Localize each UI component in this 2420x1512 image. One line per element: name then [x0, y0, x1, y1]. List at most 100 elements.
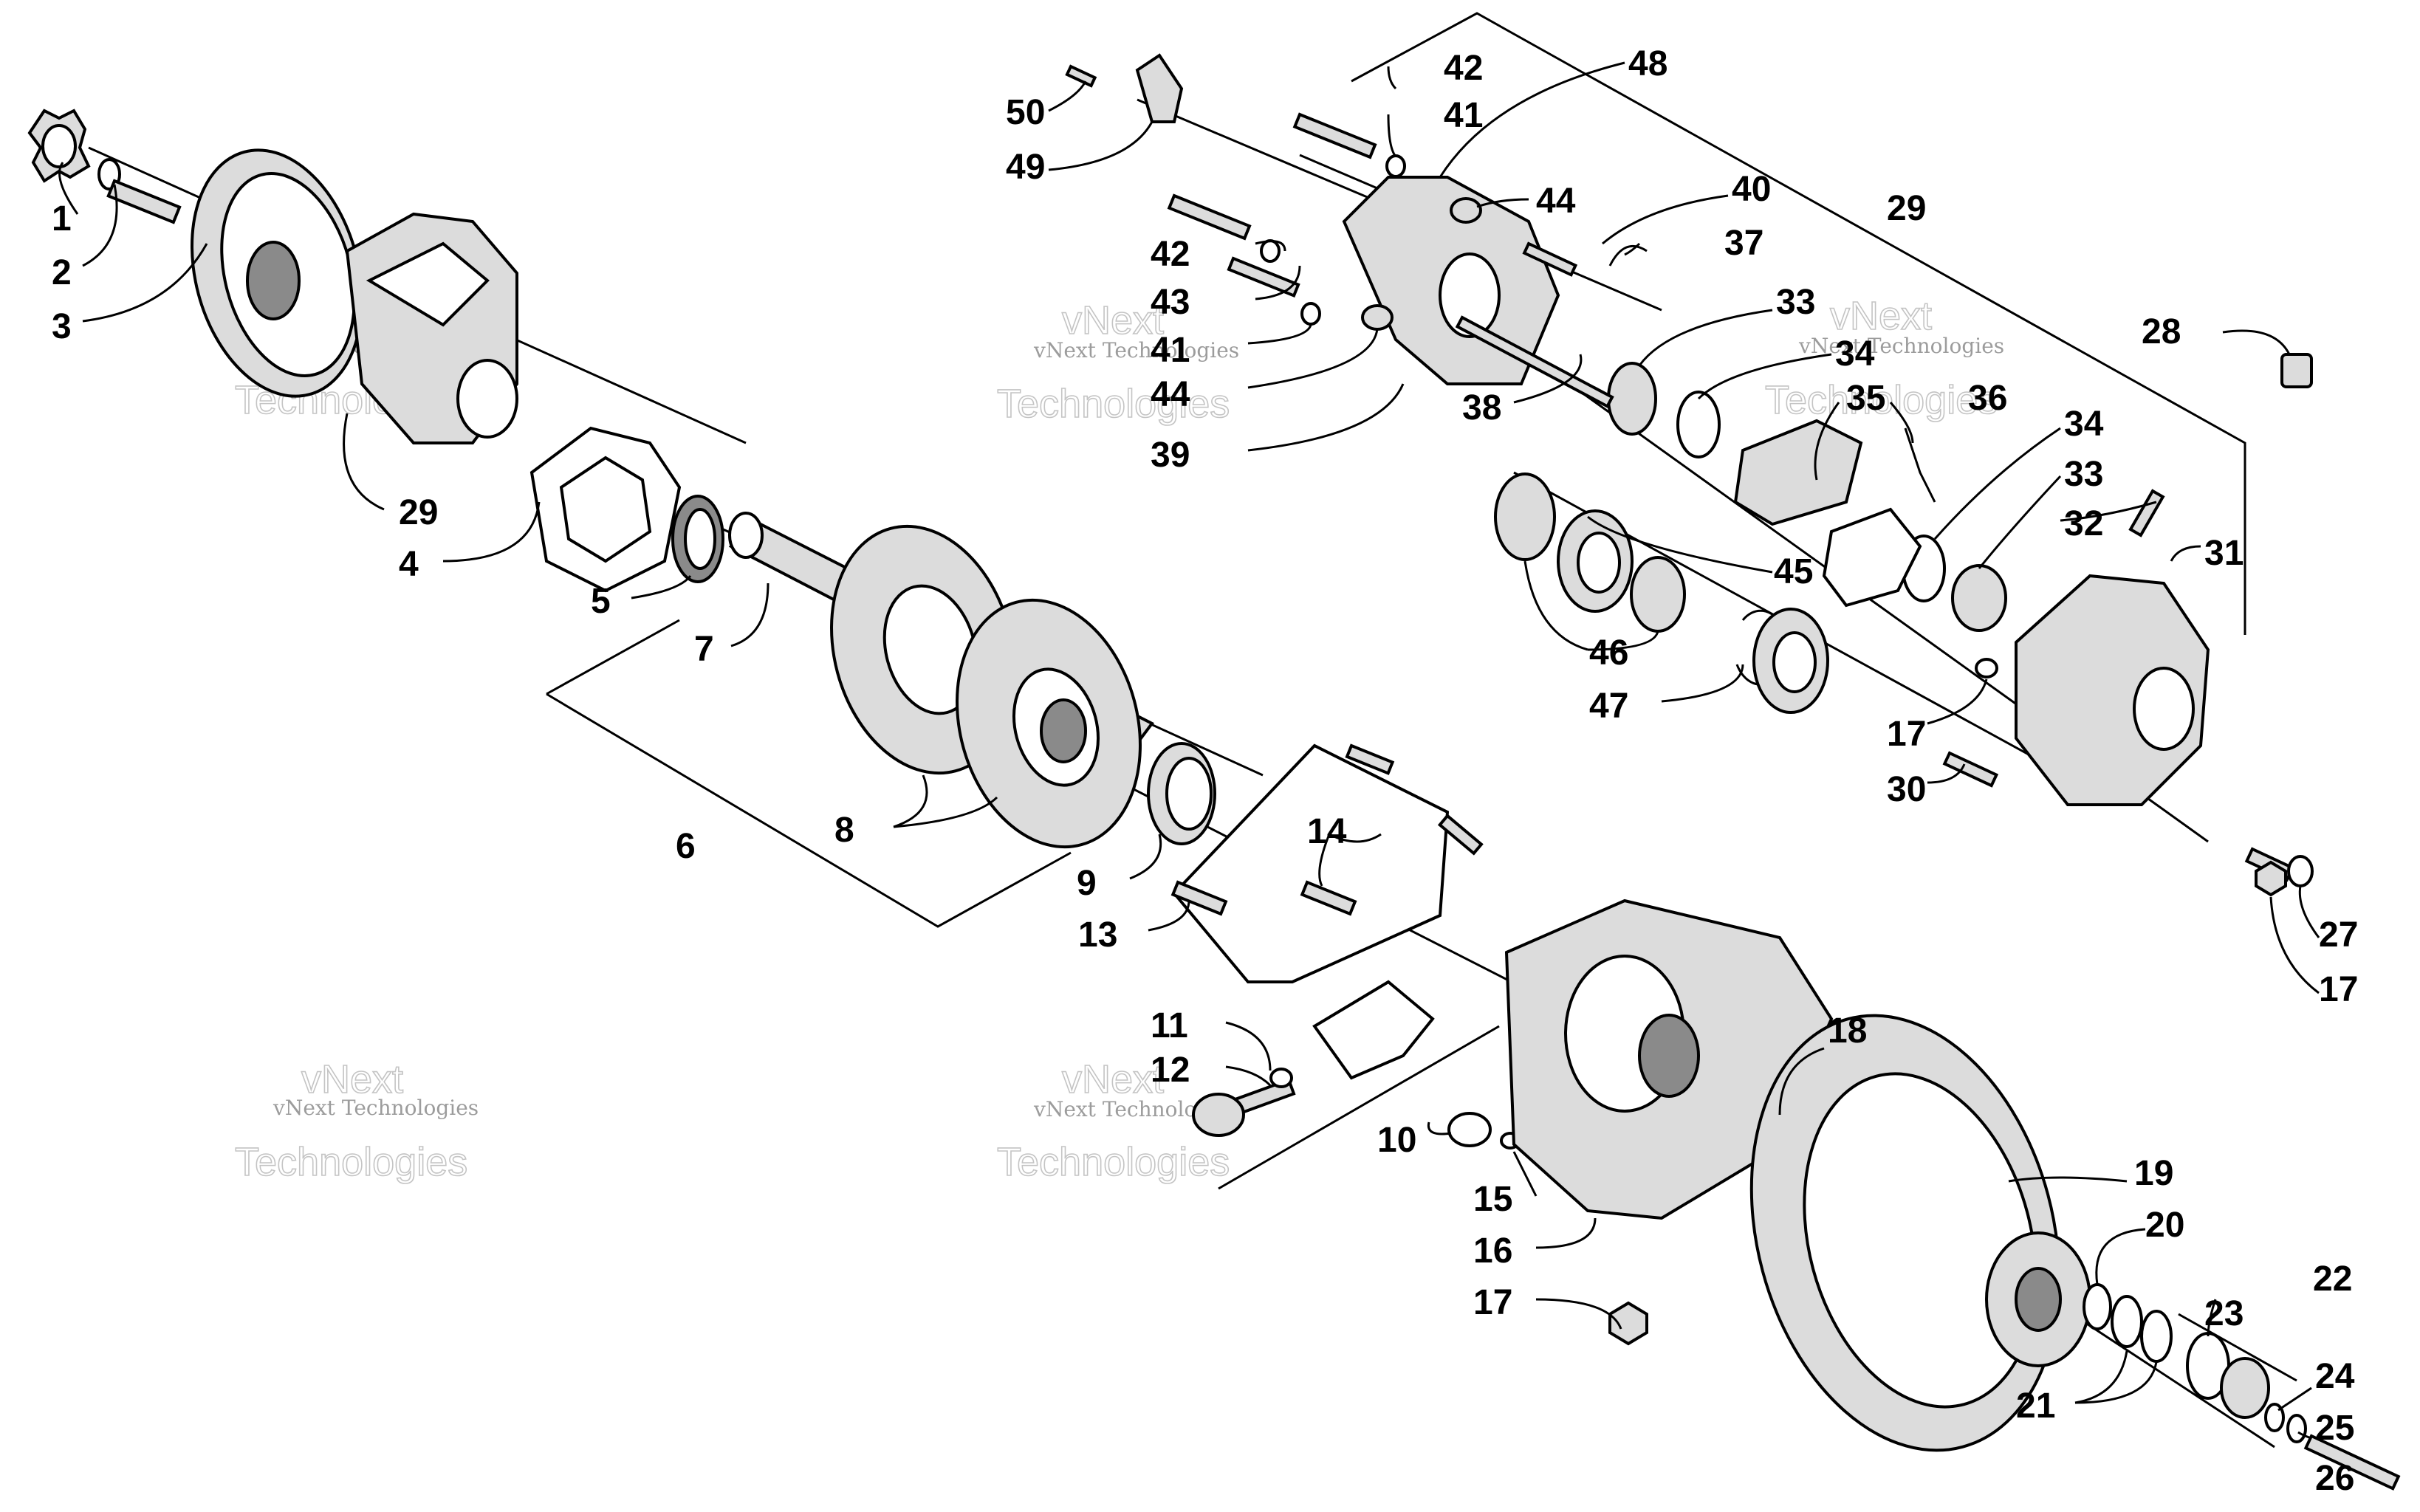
spacer-ring-part-20 — [2083, 1283, 2112, 1330]
callout-label: 30 — [1887, 770, 1926, 809]
washer-part-15 — [1447, 1112, 1492, 1147]
leader-lines — [58, 61, 2320, 1440]
leader-41-lower — [1247, 324, 1312, 345]
callout-label: 4 — [399, 545, 419, 584]
leader-1 — [58, 162, 79, 215]
callout-label: 41 — [1444, 96, 1483, 135]
leader-21a — [2074, 1350, 2128, 1404]
watermark-text: vNext Technologies — [1033, 338, 1239, 362]
washer-part-41-upper — [1385, 154, 1406, 178]
bracket-6 — [546, 693, 1072, 928]
leader-28 — [2222, 329, 2291, 355]
leader-14b — [1329, 833, 1382, 843]
bracket-29-top — [1351, 12, 2246, 635]
callout-label: 48 — [1628, 44, 1667, 83]
callout-label: 21 — [2016, 1386, 2055, 1426]
leader-50 — [1048, 80, 1087, 112]
leader-46a — [1523, 560, 1588, 651]
leader-17-lower — [1535, 1298, 1622, 1330]
watermark-top-center: vNext vNext Technologies Technologies — [996, 298, 1239, 427]
leader-31 — [2170, 545, 2201, 562]
callout-label: 10 — [1377, 1121, 1416, 1160]
watermark-vnext: vNext — [1062, 1057, 1164, 1102]
callout-label: 33 — [2064, 455, 2103, 494]
leader-34-lower — [1933, 427, 2061, 540]
callout-label: 28 — [2142, 312, 2181, 351]
leader-19 — [2008, 1176, 2128, 1183]
leader-15 — [1512, 1151, 1538, 1197]
brake-pad-part-backing — [1822, 507, 1922, 608]
callout-label: 12 — [1151, 1051, 1190, 1090]
track-sprocket-right-part — [956, 598, 1142, 849]
leader-4 — [442, 501, 541, 563]
callout-label: 11 — [1151, 1006, 1188, 1045]
callout-label: 40 — [1732, 170, 1771, 209]
callout-label: 17 — [1473, 1283, 1512, 1322]
drive-clutch-sheave-part — [190, 148, 364, 398]
bearing-part-46a — [1494, 472, 1556, 561]
screw-part-50 — [1065, 64, 1097, 88]
callout-label: 13 — [1078, 915, 1117, 955]
bracket-10 — [1218, 1025, 1500, 1190]
seal-part-34-upper — [1676, 391, 1721, 458]
callout-label: 34 — [2064, 405, 2104, 444]
leader-37 — [1624, 242, 1641, 256]
bolt-part-2 — [97, 158, 182, 224]
leader-16 — [1535, 1217, 1597, 1249]
cover-plate-part — [1170, 743, 1484, 983]
cap-part-28 — [2280, 353, 2313, 388]
leader-46b — [1587, 630, 1659, 651]
bracket-6-top — [546, 619, 680, 695]
callout-label: 19 — [2134, 1154, 2173, 1193]
sleeve-part-44-lower — [1361, 304, 1394, 331]
leader-8b — [893, 796, 998, 828]
seal-part-45 — [1752, 608, 1829, 714]
leader-24 — [2277, 1386, 2312, 1412]
leader-25 — [2297, 1431, 2312, 1440]
washer-part-41-mid — [1300, 302, 1321, 326]
leader-23 — [2207, 1299, 2217, 1337]
bolt-part-42-lower — [1167, 193, 1252, 241]
leader-44-upper — [1476, 198, 1529, 208]
leader-33-lower — [1978, 475, 2062, 569]
callout-label: 18 — [1828, 1011, 1867, 1051]
leader-33-upper — [1638, 309, 1773, 366]
leader-29-left — [343, 413, 385, 511]
seal-ring-part-5 — [671, 495, 724, 583]
callout-label: 29 — [1887, 189, 1926, 228]
callout-label: 42 — [1151, 235, 1190, 274]
chaincase-housing-part — [345, 212, 518, 444]
callout-label: 39 — [1151, 436, 1190, 475]
clip-part-37 — [1608, 244, 1648, 267]
callout-label: 47 — [1589, 687, 1628, 726]
watermark-technologies: Technologies — [997, 1140, 1230, 1184]
brake-pad-part-35 — [1733, 419, 1863, 526]
leader-43 — [1255, 265, 1301, 300]
leader-30 — [1927, 763, 1966, 784]
watermark-technologies: Technologies — [997, 382, 1230, 426]
callout-label: 29 — [399, 493, 438, 532]
watermark-top-right: vNext vNext Technologies Technologies — [1764, 293, 2004, 423]
callout-label: 9 — [1077, 864, 1097, 903]
bolt-part-43 — [1227, 256, 1300, 298]
leader-18 — [1778, 1047, 1825, 1116]
piston-part-33-upper — [1607, 362, 1657, 436]
gasket-part — [529, 426, 682, 593]
callout-label: 14 — [1307, 812, 1347, 851]
watermark-text: vNext Technologies — [272, 1096, 479, 1120]
watermark-technologies: Technologies — [1765, 378, 1998, 422]
washer-part-41-lower — [1260, 239, 1281, 263]
bleeder-part-32 — [2128, 489, 2165, 537]
callout-label: 23 — [2204, 1294, 2244, 1333]
washer-part-17-mid — [1975, 658, 1998, 678]
callout-label: 17 — [2319, 970, 2358, 1009]
speed-sensor-part-49 — [1135, 53, 1184, 123]
callout-label: 22 — [2313, 1260, 2352, 1299]
callout-label: 38 — [1462, 388, 1501, 427]
leader-40 — [1602, 194, 1729, 245]
leader-3 — [82, 243, 208, 323]
callout-label: 36 — [1968, 379, 2007, 418]
callout-label: 16 — [1473, 1231, 1512, 1271]
callout-label: 5 — [591, 582, 611, 621]
callout-label: 44 — [1536, 182, 1576, 221]
